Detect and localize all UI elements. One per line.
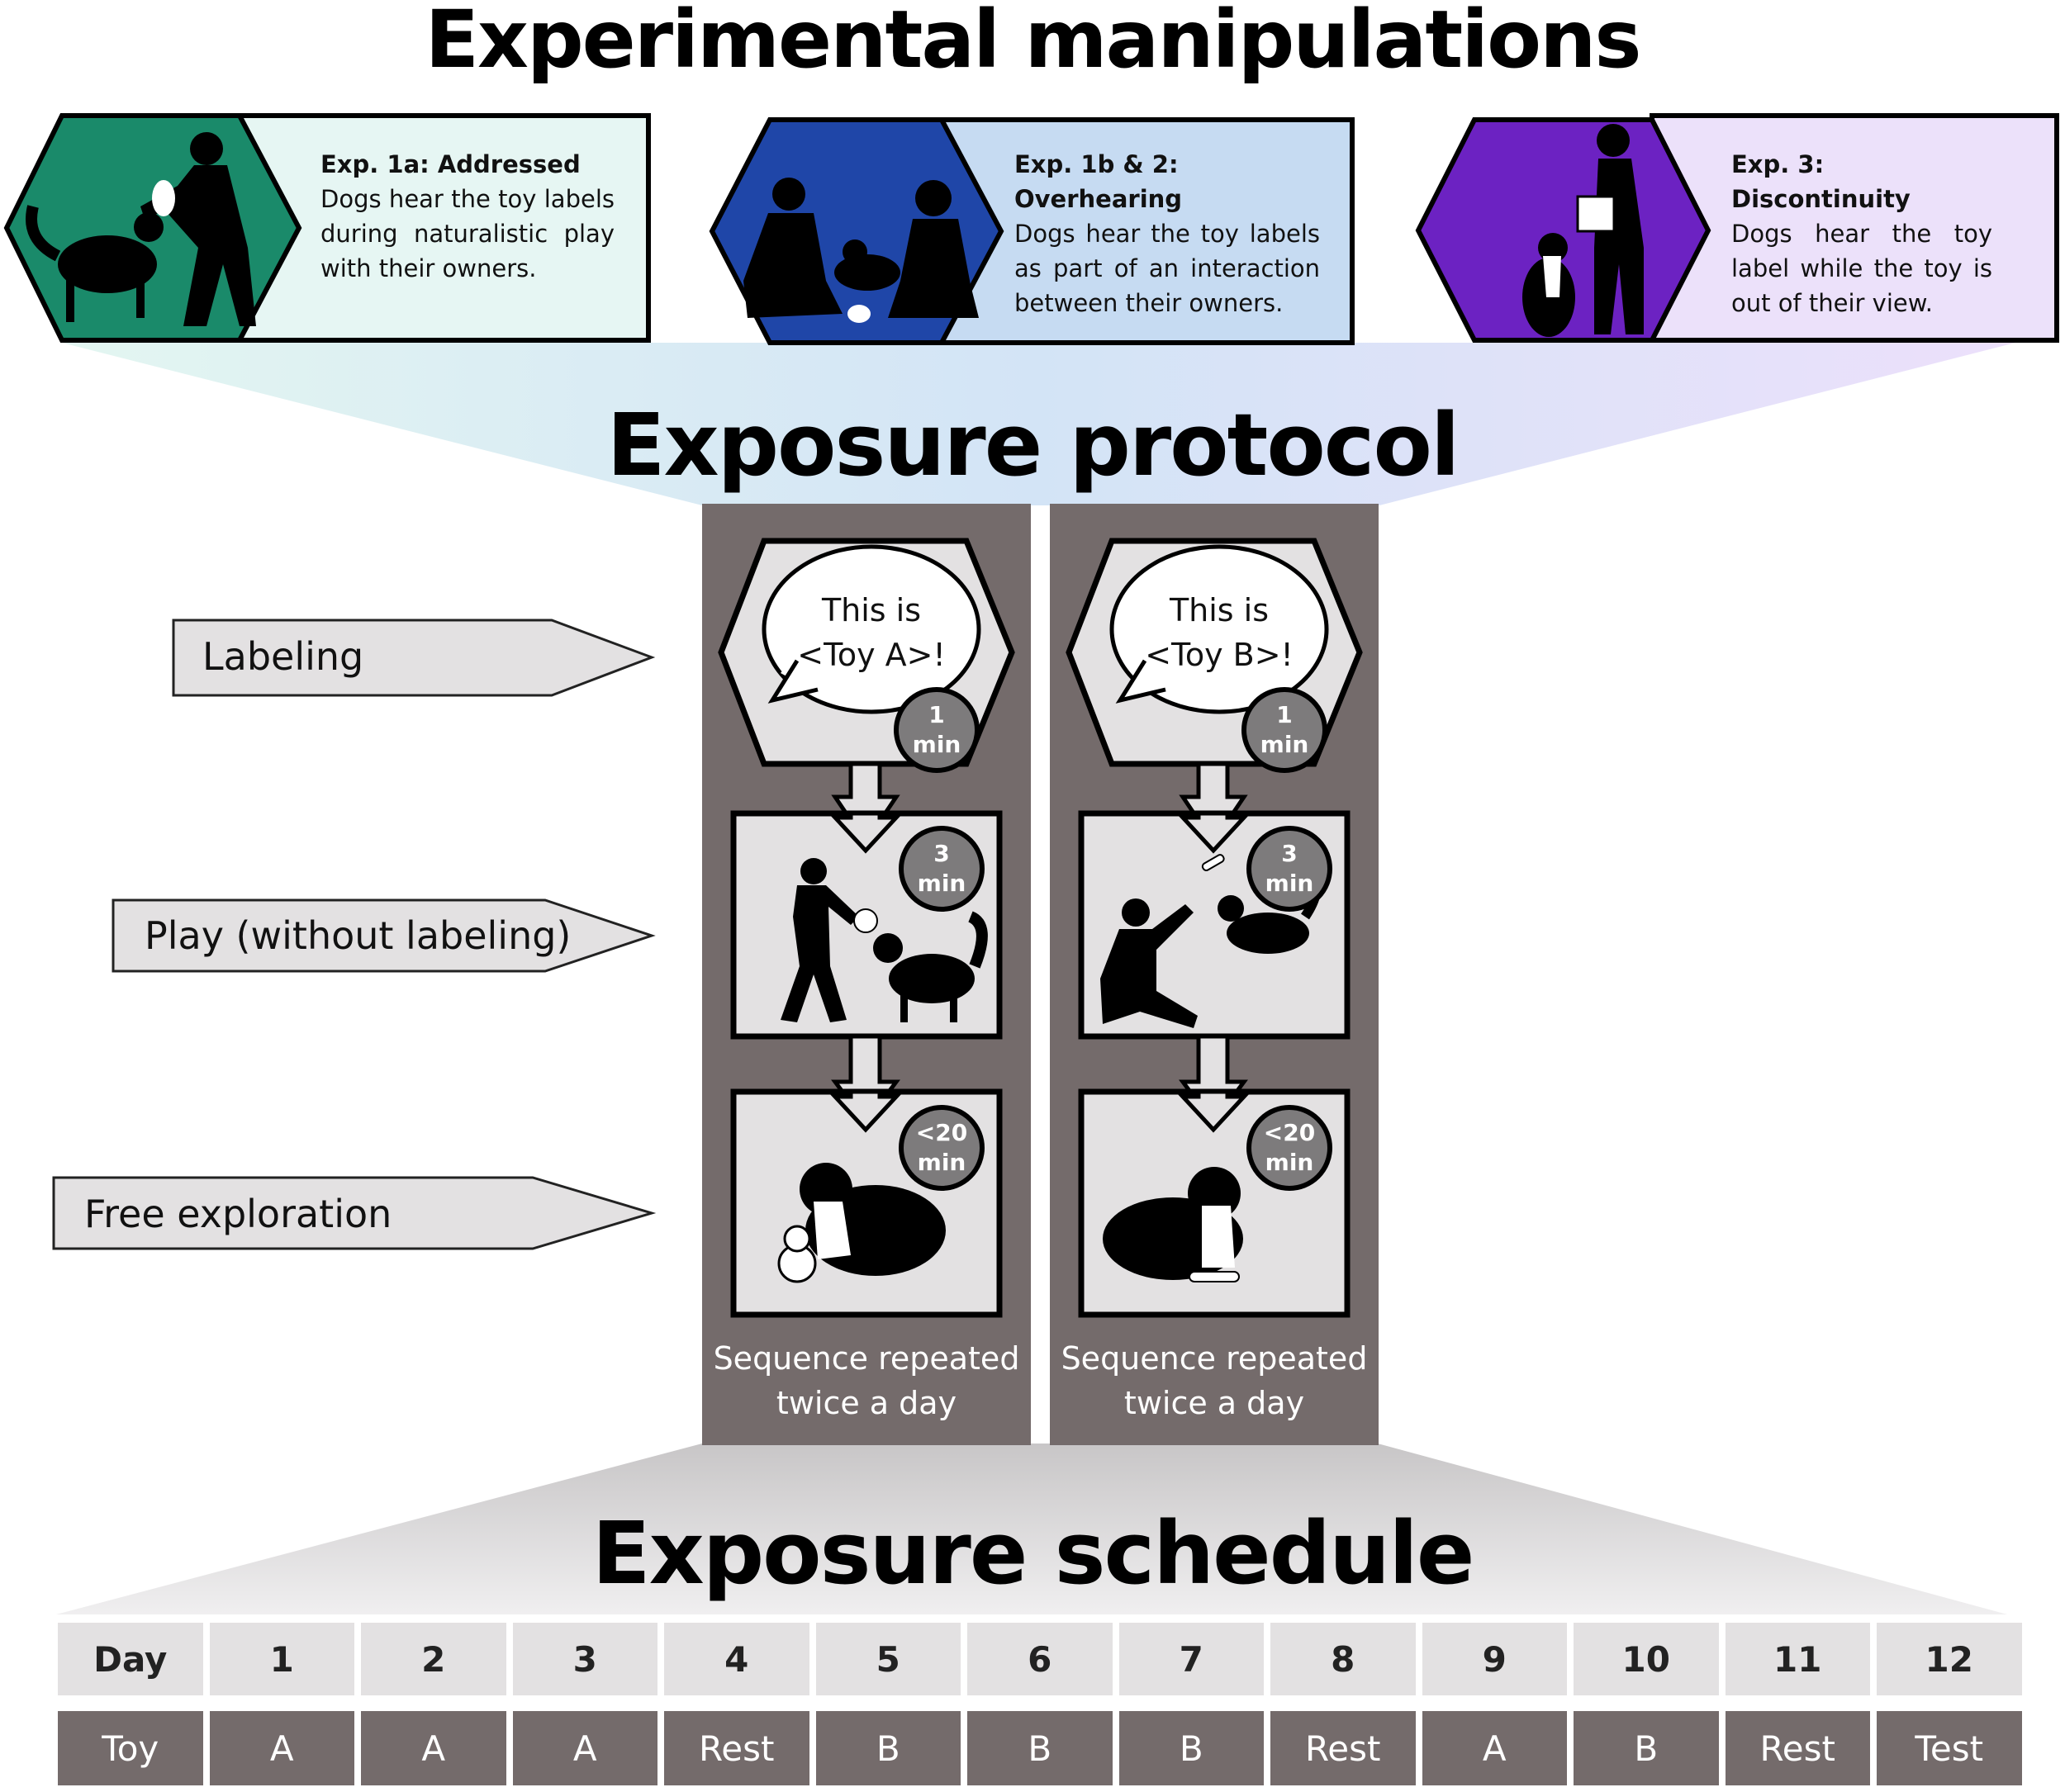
badge-value: 3 xyxy=(1281,840,1298,867)
schedule-cell-day: 12 xyxy=(1877,1623,2022,1695)
schedule-cell-day: 1 xyxy=(209,1623,354,1695)
schedule-cell-day: 9 xyxy=(1422,1623,1567,1695)
phase-arrow-labeling xyxy=(172,619,656,697)
schedule-cell-toy: Rest xyxy=(1270,1711,1416,1785)
badge-value: 3 xyxy=(933,840,950,867)
badge-value: 1 xyxy=(928,701,945,728)
phase-arrow-play xyxy=(112,898,656,973)
owner-holding-bucket-with-dog-icon xyxy=(1522,124,1644,337)
schedule-cell-toy: B xyxy=(967,1711,1113,1785)
phase-label-labeling: Labeling xyxy=(202,634,364,679)
sequence-line-1: Sequence repeated xyxy=(713,1340,1020,1377)
sequence-note-b: Sequence repeated twice a day xyxy=(1050,1336,1379,1425)
speech-line-2: <Toy A>! xyxy=(797,637,946,673)
schedule-cell-toy: A xyxy=(1422,1711,1567,1785)
owner-fetch-play-icon xyxy=(1100,854,1322,1028)
timer-badge-labeling-b: 1 min xyxy=(1241,687,1327,773)
schedule-cell-toy: B xyxy=(815,1711,961,1785)
badge-unit: min xyxy=(917,870,966,897)
manipulations-title: Experimental manipulations xyxy=(425,0,1641,86)
schedule-cell-day: 6 xyxy=(967,1623,1113,1695)
schedule-cell-toy: B xyxy=(1574,1711,1719,1785)
experiment-card-1-text: Exp. 1a: Addressed Dogs hear the toy lab… xyxy=(320,147,615,286)
experiment-card-2-text: Exp. 1b & 2: Overhearing Dogs hear the t… xyxy=(1014,147,1320,320)
owner-tug-play-icon xyxy=(781,858,988,1022)
schedule-row-header-toy: Toy xyxy=(58,1711,203,1785)
schedule-cell-day: 2 xyxy=(361,1623,506,1695)
badge-unit: min xyxy=(1265,1149,1314,1176)
badge-unit: min xyxy=(912,731,961,758)
schedule-cell-toy: A xyxy=(209,1711,354,1785)
timer-badge-labeling-a: 1 min xyxy=(894,687,980,773)
schedule-row-header-day: Day xyxy=(58,1623,203,1695)
timer-badge-explore-b: <20 min xyxy=(1246,1105,1332,1191)
experiment-description: Dogs hear the toy labels as part of an i… xyxy=(1014,220,1320,317)
sequence-line-1: Sequence repeated xyxy=(1061,1340,1368,1377)
timer-badge-play-b: 3 min xyxy=(1246,826,1332,912)
speech-line-1: This is xyxy=(1169,592,1270,628)
speech-line-1: This is xyxy=(821,592,922,628)
experiment-heading: Exp. 3: Discontinuity xyxy=(1731,150,1911,213)
schedule-cell-toy: Rest xyxy=(1725,1711,1870,1785)
sequence-note-a: Sequence repeated twice a day xyxy=(702,1336,1031,1425)
schedule-title: Exposure schedule xyxy=(591,1503,1475,1604)
phase-arrow-explore xyxy=(52,1176,657,1250)
schedule-cell-day: 8 xyxy=(1270,1623,1416,1695)
experiment-heading: Exp. 1b & 2: Overhearing xyxy=(1014,150,1183,213)
dog-lying-with-teddy-icon xyxy=(777,1163,946,1283)
badge-unit: min xyxy=(917,1149,966,1176)
two-owners-talking-with-dog-icon xyxy=(743,178,979,323)
schedule-cell-day: 5 xyxy=(815,1623,961,1695)
badge-unit: min xyxy=(1260,731,1309,758)
schedule-cell-day: 7 xyxy=(1118,1623,1264,1695)
schedule-cell-toy: Test xyxy=(1877,1711,2022,1785)
dog-lying-with-bone-icon xyxy=(1103,1167,1243,1282)
schedule-cell-toy: Rest xyxy=(664,1711,809,1785)
manipulations-funnel xyxy=(62,343,2015,505)
protocol-title: Exposure protocol xyxy=(606,395,1460,495)
sequence-line-2: twice a day xyxy=(1123,1385,1305,1421)
experiment-description: Dogs hear the toy label while the toy is… xyxy=(1731,220,1992,317)
experiment-card-3-text: Exp. 3: Discontinuity Dogs hear the toy … xyxy=(1731,147,1992,320)
experiment-description: Dogs hear the toy labels during naturali… xyxy=(320,185,615,282)
phase-label-play: Play (without labeling) xyxy=(145,913,572,958)
badge-value: 1 xyxy=(1276,701,1293,728)
schedule-cell-toy: A xyxy=(361,1711,506,1785)
speech-bubble-b: This is <Toy B>! xyxy=(1132,588,1306,677)
badge-unit: min xyxy=(1265,870,1314,897)
sequence-line-2: twice a day xyxy=(776,1385,957,1421)
schedule-cell-day: 11 xyxy=(1725,1623,1870,1695)
timer-badge-explore-a: <20 min xyxy=(899,1105,985,1191)
phase-label-explore: Free exploration xyxy=(84,1192,392,1236)
owner-playing-tug-with-dog-icon xyxy=(26,132,256,326)
schedule-cell-toy: B xyxy=(1118,1711,1264,1785)
schedule-cell-day: 4 xyxy=(664,1623,809,1695)
schedule-cell-day: 10 xyxy=(1574,1623,1719,1695)
speech-bubble-a: This is <Toy A>! xyxy=(785,588,958,677)
timer-badge-play-a: 3 min xyxy=(899,826,985,912)
experiment-heading: Exp. 1a: Addressed xyxy=(320,150,581,178)
speech-line-2: <Toy B>! xyxy=(1145,637,1294,673)
badge-value: <20 xyxy=(915,1119,968,1146)
schedule-funnel xyxy=(56,1444,2007,1614)
schedule-cell-day: 3 xyxy=(512,1623,657,1695)
badge-value: <20 xyxy=(1263,1119,1316,1146)
schedule-cell-toy: A xyxy=(512,1711,657,1785)
